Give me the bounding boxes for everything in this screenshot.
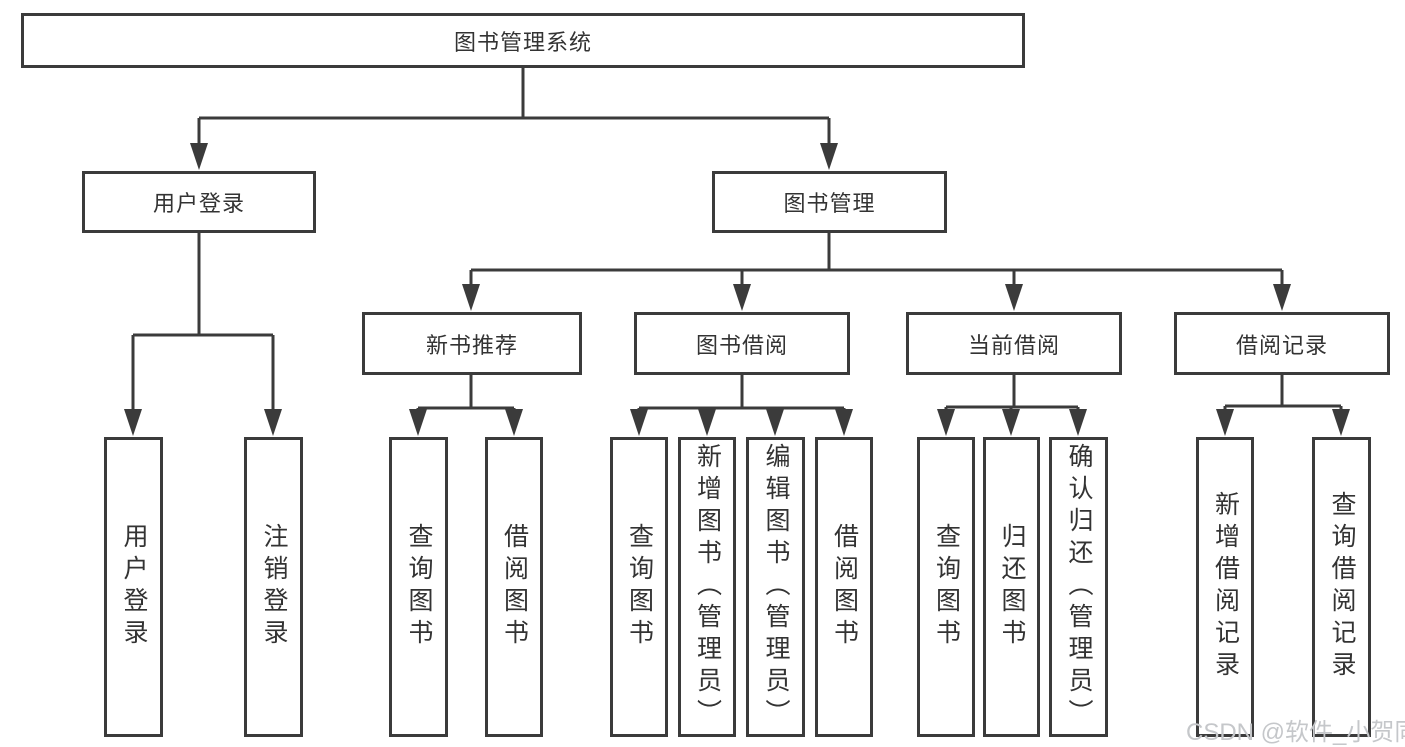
leaf-borrow-books-recommend-label: 借阅图书 xyxy=(500,523,529,651)
node-user-login-label: 用户登录 xyxy=(152,191,245,216)
leaf-user-login-label: 用户登录 xyxy=(120,523,148,651)
leaf-query-books-borrow-label: 查询图书 xyxy=(625,523,654,651)
node-borrow-records-label: 借阅记录 xyxy=(1235,332,1328,358)
leaf-query-books-borrow: 查询图书 xyxy=(610,437,668,737)
node-root-system: 图书管理系统 xyxy=(21,13,1025,68)
node-user-login: 用户登录 xyxy=(82,171,316,233)
connector-book-management-branch xyxy=(469,233,1284,292)
arrowheads xyxy=(124,143,1350,436)
leaf-borrow-books-label: 借阅图书 xyxy=(830,523,859,651)
leaf-query-books-current-label: 查询图书 xyxy=(932,523,961,651)
leaf-edit-books-admin: 编辑图书（管理员） xyxy=(746,437,805,737)
leaf-query-books-current: 查询图书 xyxy=(917,437,975,737)
node-current-borrow: 当前借阅 xyxy=(906,312,1122,375)
leaf-add-borrow-record-label: 新增借阅记录 xyxy=(1211,491,1240,683)
leaf-edit-books-admin-label: 编辑图书（管理员） xyxy=(762,443,790,731)
leaf-return-books: 归还图书 xyxy=(983,437,1040,737)
leaf-query-books-recommend: 查询图书 xyxy=(389,437,448,737)
leaf-logout-label: 注销登录 xyxy=(260,523,288,651)
leaf-query-books-recommend-label: 查询图书 xyxy=(405,523,433,651)
leaf-borrow-books: 借阅图书 xyxy=(815,437,873,737)
leaf-add-books-admin-label: 新增图书（管理员） xyxy=(693,443,722,731)
connector-new-book-branch xyxy=(416,375,516,414)
node-new-book-recommend-label: 新书推荐 xyxy=(425,332,518,358)
node-book-borrow: 图书借阅 xyxy=(634,312,850,375)
connector-user-login-branch xyxy=(131,233,275,414)
connector-root-to-level2 xyxy=(197,68,831,148)
leaf-query-borrow-record-label: 查询借阅记录 xyxy=(1328,491,1356,683)
connector-book-borrow-branch xyxy=(637,375,846,414)
leaf-add-borrow-record: 新增借阅记录 xyxy=(1196,437,1254,737)
node-borrow-records: 借阅记录 xyxy=(1174,312,1390,375)
leaf-confirm-return-admin-label: 确认归还（管理员） xyxy=(1065,443,1093,731)
node-book-management: 图书管理 xyxy=(712,171,947,233)
node-current-borrow-label: 当前借阅 xyxy=(967,332,1060,358)
leaf-add-books-admin: 新增图书（管理员） xyxy=(678,437,736,737)
leaf-logout: 注销登录 xyxy=(244,437,303,737)
leaf-borrow-books-recommend: 借阅图书 xyxy=(485,437,543,737)
node-new-book-recommend: 新书推荐 xyxy=(362,312,582,375)
leaf-return-books-label: 归还图书 xyxy=(998,523,1026,651)
csdn-watermark: CSDN @软件_小贺同学 xyxy=(1186,719,1405,746)
connector-current-borrow-branch xyxy=(944,375,1080,414)
node-book-management-label: 图书管理 xyxy=(783,191,876,216)
leaf-query-borrow-record: 查询借阅记录 xyxy=(1312,437,1371,737)
connector-borrow-records-branch xyxy=(1223,375,1343,414)
leaf-user-login: 用户登录 xyxy=(104,437,163,737)
node-root-label: 图书管理系统 xyxy=(453,29,592,55)
leaf-confirm-return-admin: 确认归还（管理员） xyxy=(1049,437,1108,737)
node-book-borrow-label: 图书借阅 xyxy=(695,332,788,358)
